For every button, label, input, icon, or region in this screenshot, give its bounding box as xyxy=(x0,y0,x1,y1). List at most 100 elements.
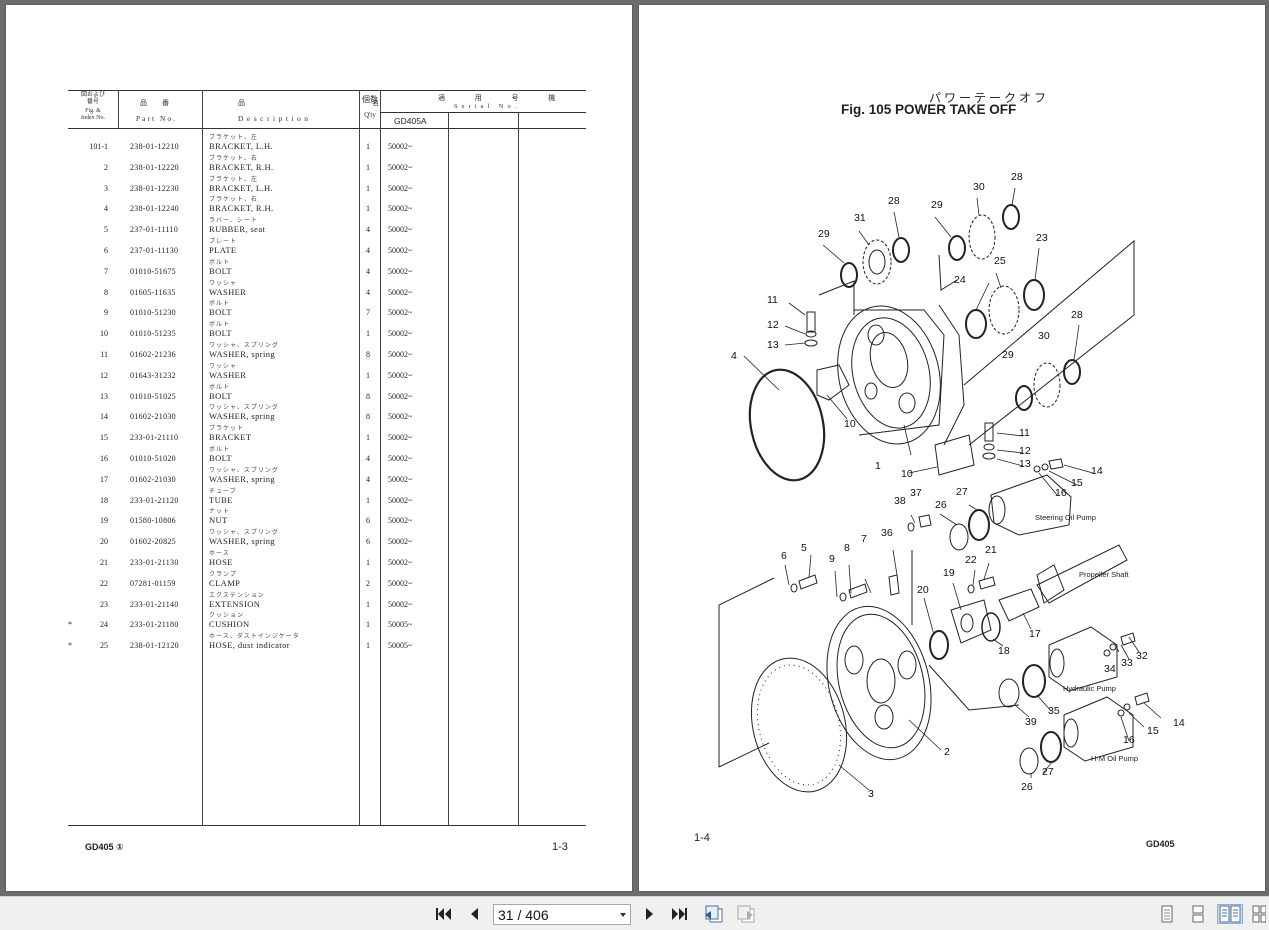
row-part-number: 01010-51235 xyxy=(130,329,176,339)
row-description: BOLT xyxy=(209,307,233,318)
row-description: BRACKET xyxy=(209,432,252,443)
row-description: WASHER, spring xyxy=(209,536,276,547)
last-page-button[interactable] xyxy=(670,904,690,924)
row-serial: 50002~ xyxy=(388,516,413,526)
row-mark: * xyxy=(68,641,72,651)
previous-page-button[interactable] xyxy=(464,904,484,924)
row-serial: 50002~ xyxy=(388,162,413,172)
footer-model-right: GD405 xyxy=(1146,839,1175,849)
row-serial: 50002~ xyxy=(388,266,413,276)
row-description: WASHER xyxy=(209,286,247,297)
continuous-view-button[interactable] xyxy=(1188,904,1208,924)
row-serial: 50002~ xyxy=(388,329,413,339)
row-index: 10 xyxy=(100,329,108,339)
row-description-jp: ワッシャ、スプリング xyxy=(209,530,279,537)
row-quantity: 8 xyxy=(366,412,370,422)
row-serial: 50002~ xyxy=(388,225,413,235)
hm-oil-pump xyxy=(1063,696,1134,762)
callout-14: 14 xyxy=(1091,465,1103,477)
single-page-icon xyxy=(1161,905,1173,923)
gear-31 xyxy=(862,239,892,285)
row-quantity: 1 xyxy=(366,162,370,172)
callout-37: 37 xyxy=(910,487,922,499)
row-description: HOSE xyxy=(209,557,233,567)
callout-12: 12 xyxy=(767,319,779,331)
row-serial: 50002~ xyxy=(388,350,413,359)
row-quantity: 4 xyxy=(366,225,370,235)
two-page-view-button[interactable] xyxy=(1217,904,1243,924)
row-index: 16 xyxy=(100,454,108,463)
callout-30b: 30 xyxy=(1038,330,1050,342)
row-description: BRACKET, R.H. xyxy=(209,161,274,172)
callout-11b: 11 xyxy=(1019,427,1030,439)
next-view-icon xyxy=(737,905,755,923)
row-serial: 50005~ xyxy=(388,641,413,651)
gasket-3 xyxy=(750,657,848,793)
callout-23: 23 xyxy=(1036,232,1048,244)
header-fig-index-en: Fig. & Index No. xyxy=(81,108,105,121)
hydraulic-pump xyxy=(1048,626,1118,692)
go-back-view-button[interactable] xyxy=(703,904,723,924)
row-description: WASHER, spring xyxy=(209,349,276,359)
callout-18: 18 xyxy=(998,645,1010,657)
row-part-number: 01602-21236 xyxy=(130,350,176,359)
row-part-number: 238-01-12220 xyxy=(130,162,179,172)
row-serial: 50002~ xyxy=(388,454,413,463)
first-page-button[interactable] xyxy=(433,904,453,924)
row-serial: 50002~ xyxy=(388,287,413,297)
row-index: 2 xyxy=(104,162,108,172)
gear-25 xyxy=(988,285,1020,335)
callout-3: 3 xyxy=(868,788,874,800)
single-page-view-button[interactable] xyxy=(1157,904,1177,924)
header-part-no-jp: 品 番 xyxy=(140,99,173,107)
row-part-number: 07281-01159 xyxy=(130,578,176,588)
row-index: 18 xyxy=(100,495,108,505)
row-description-jp: ボルト xyxy=(209,447,231,453)
row-quantity: 4 xyxy=(366,287,370,297)
row-description: CLAMP xyxy=(209,577,241,588)
callout-22: 22 xyxy=(965,554,977,566)
row-quantity: 4 xyxy=(366,246,370,255)
callout-6: 6 xyxy=(781,550,787,562)
callout-31: 31 xyxy=(854,212,866,224)
callout-28: 28 xyxy=(888,195,900,207)
row-serial: 50002~ xyxy=(388,599,413,609)
row-index: 6 xyxy=(104,246,108,255)
row-index: 13 xyxy=(100,391,108,401)
header-qty-jp: 個数 xyxy=(362,95,378,104)
callout-1: 1 xyxy=(875,460,881,472)
row-index: 23 xyxy=(100,599,108,609)
row-part-number: 233-01-21130 xyxy=(130,558,179,567)
bearing-28 xyxy=(892,237,910,263)
two-page-continuous-view-button[interactable] xyxy=(1252,904,1266,924)
callout-19: 19 xyxy=(943,567,955,579)
footer-page-number-right: 1-4 xyxy=(694,832,710,844)
callout-27: 27 xyxy=(956,486,968,498)
row-serial: 50002~ xyxy=(388,391,413,401)
row-description: WASHER xyxy=(209,369,247,380)
row-quantity: 1 xyxy=(366,433,370,443)
page-number-select[interactable]: 31 / 406 xyxy=(493,904,631,925)
header-serial-jp: 適 用 号 機 xyxy=(438,94,570,102)
footer-model: GD405 ① xyxy=(85,842,124,852)
row-description-jp: ホース、ダストインジケータ xyxy=(209,634,300,641)
callout-29c: 29 xyxy=(1002,349,1014,361)
row-description-jp: ワッシャ、スプリング xyxy=(209,467,279,474)
row-description: EXTENSION xyxy=(209,598,261,609)
row-description: RUBBER, seat xyxy=(209,224,266,235)
next-page-button[interactable] xyxy=(640,904,660,924)
row-description: PLATE xyxy=(209,245,237,255)
go-forward-view-button[interactable] xyxy=(735,904,755,924)
row-quantity: 4 xyxy=(366,474,370,484)
